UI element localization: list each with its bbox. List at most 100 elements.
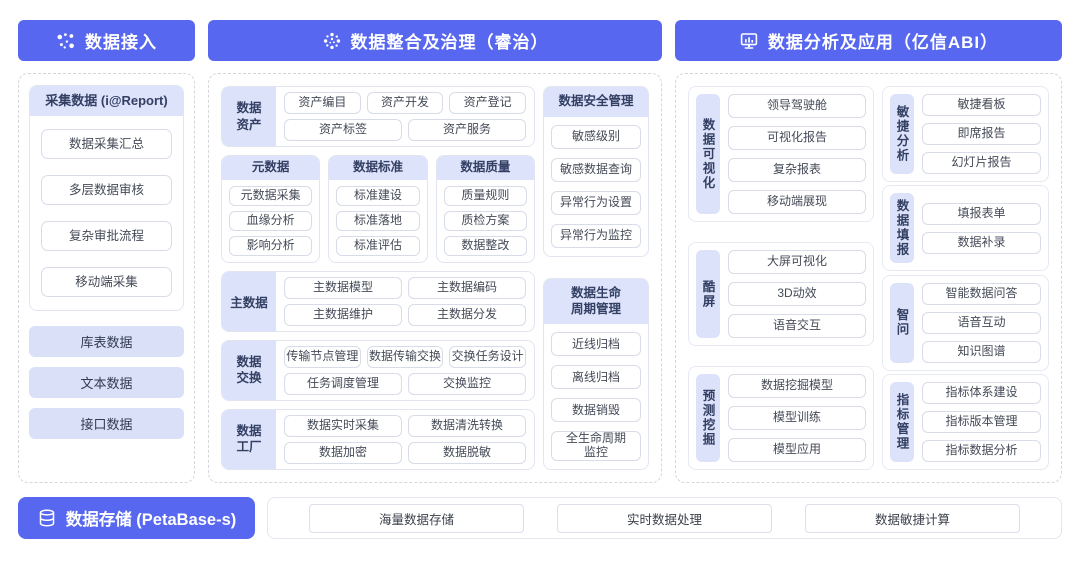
panel-data-governance: 数据资产 资产编目 资产开发 资产登记 资产标签 资产服务 元数据 元数据采集	[208, 73, 662, 483]
group-label-smart-ask: 智问	[890, 282, 914, 363]
analysis-column-1: 数据可视化 领导驾驶舱 可视化报告 复杂报表 移动端展现 酷屏 大屏可视化 3D…	[688, 86, 874, 470]
feature-button-agile-computing[interactable]: 数据敏捷计算	[805, 503, 1020, 533]
header-data-access-label: 数据接入	[85, 33, 157, 52]
feature-button-mobile-display[interactable]: 移动端展现	[728, 190, 866, 214]
feature-button-model-apply[interactable]: 模型应用	[728, 438, 866, 462]
feature-button-voice-interaction[interactable]: 语音交互	[728, 314, 866, 338]
feature-button-master-distribute[interactable]: 主数据分发	[408, 303, 526, 326]
scatter-dots-icon	[57, 32, 74, 49]
feature-button-lineage-analysis[interactable]: 血缘分析	[229, 210, 313, 231]
data-source-list: 库表数据 文本数据 接口数据	[29, 326, 184, 440]
feature-button-smart-qa[interactable]: 智能数据问答	[922, 282, 1041, 305]
feature-button-indicator-version[interactable]: 指标版本管理	[922, 410, 1041, 433]
feature-button-realtime-collect[interactable]: 数据实时采集	[284, 414, 402, 437]
source-button-db-table[interactable]: 库表数据	[29, 326, 184, 358]
feature-button-asset-service[interactable]: 资产服务	[408, 119, 526, 142]
feature-button-transfer-node-mgmt[interactable]: 传输节点管理	[284, 345, 361, 368]
monitor-chart-icon	[740, 32, 758, 49]
panel-data-access: 采集数据 (i@Report) 数据采集汇总 多层数据审核 复杂审批流程 移动端…	[18, 73, 195, 483]
feature-button-asset-register[interactable]: 资产登记	[449, 92, 527, 115]
feature-button-filling-form[interactable]: 填报表单	[922, 202, 1041, 225]
header-data-access[interactable]: 数据接入	[18, 20, 195, 61]
header-data-storage[interactable]: 数据存储 (PetaBase-s)	[18, 497, 255, 539]
feature-button-indicator-analysis[interactable]: 指标数据分析	[922, 439, 1041, 462]
feature-button-asset-develop[interactable]: 资产开发	[366, 92, 444, 115]
feature-button-asset-catalog[interactable]: 资产编目	[284, 92, 361, 115]
feature-button-sensitive-query[interactable]: 敏感数据查询	[551, 157, 641, 182]
feature-button-big-screen-visual[interactable]: 大屏可视化	[728, 250, 866, 274]
feature-button-master-coding[interactable]: 主数据编码	[408, 276, 526, 299]
main-content-row: 采集数据 (i@Report) 数据采集汇总 多层数据审核 复杂审批流程 移动端…	[18, 73, 1062, 483]
card-data-quality: 数据质量 质量规则 质检方案 数据整改	[435, 155, 535, 263]
feature-button-master-maintain[interactable]: 主数据维护	[284, 303, 402, 326]
feature-button-slide-report[interactable]: 幻灯片报告	[922, 152, 1041, 174]
group-label-data-visualization: 数据可视化	[696, 94, 720, 214]
collect-data-card-body: 数据采集汇总 多层数据审核 复杂审批流程 移动端采集	[30, 116, 183, 310]
header-data-governance[interactable]: 数据整合及治理（睿治）	[208, 20, 662, 61]
feature-button-master-model[interactable]: 主数据模型	[284, 276, 402, 299]
feature-button-impact-analysis[interactable]: 影响分析	[229, 235, 313, 256]
group-label-agile-analysis: 敏捷分析	[890, 94, 914, 174]
feature-button-data-collect-summary[interactable]: 数据采集汇总	[41, 129, 172, 160]
feature-button-quality-plan[interactable]: 质检方案	[443, 210, 527, 231]
feature-button-standard-build[interactable]: 标准建设	[336, 185, 420, 206]
collect-data-card: 采集数据 (i@Report) 数据采集汇总 多层数据审核 复杂审批流程 移动端…	[29, 85, 184, 312]
feature-button-quality-rules[interactable]: 质量规则	[443, 185, 527, 206]
feature-button-data-rectify[interactable]: 数据整改	[443, 235, 527, 256]
feature-button-realtime-processing[interactable]: 实时数据处理	[557, 503, 772, 533]
feature-button-mass-storage[interactable]: 海量数据存储	[309, 503, 524, 533]
feature-button-agile-dashboard[interactable]: 敏捷看板	[922, 94, 1041, 116]
feature-button-approval-flow[interactable]: 复杂审批流程	[41, 221, 172, 252]
feature-button-sensitive-level[interactable]: 敏感级别	[551, 124, 641, 149]
source-button-text[interactable]: 文本数据	[29, 367, 184, 399]
feature-button-3d-effect[interactable]: 3D动效	[728, 282, 866, 306]
feature-button-mining-model[interactable]: 数据挖掘模型	[728, 374, 866, 398]
feature-button-metadata-collect[interactable]: 元数据采集	[229, 185, 313, 206]
header-row: 数据接入 数据整合及治理（睿治）	[18, 20, 1062, 61]
card-data-security: 数据安全管理 敏感级别 敏感数据查询 异常行为设置 异常行为监控	[543, 86, 649, 257]
source-button-api[interactable]: 接口数据	[29, 408, 184, 440]
feature-button-lifecycle-monitor[interactable]: 全生命周期监控	[551, 431, 641, 461]
feature-button-data-mask[interactable]: 数据脱敏	[408, 441, 526, 464]
feature-button-nearline-archive[interactable]: 近线归档	[551, 332, 641, 357]
feature-button-mobile-collect[interactable]: 移动端采集	[41, 267, 172, 298]
feature-button-offline-archive[interactable]: 离线归档	[551, 365, 641, 390]
storage-row: 数据存储 (PetaBase-s) 海量数据存储 实时数据处理 数据敏捷计算	[18, 497, 1062, 539]
group-smart-ask: 智问 智能数据问答 语音互动 知识图谱	[882, 274, 1049, 371]
feature-button-data-supplement[interactable]: 数据补录	[922, 231, 1041, 254]
feature-button-standard-landing[interactable]: 标准落地	[336, 210, 420, 231]
feature-button-multilayer-audit[interactable]: 多层数据审核	[41, 175, 172, 206]
governance-side-column: 数据安全管理 敏感级别 敏感数据查询 异常行为设置 异常行为监控 数据生命周期管…	[543, 86, 649, 470]
group-items-data-factory: 数据实时采集 数据清洗转换 数据加密 数据脱敏	[276, 410, 534, 469]
feature-button-visual-report[interactable]: 可视化报告	[728, 126, 866, 150]
feature-button-complex-report[interactable]: 复杂报表	[728, 158, 866, 182]
group-label-indicator-mgmt: 指标管理	[890, 381, 914, 462]
feature-button-asset-tag[interactable]: 资产标签	[284, 119, 402, 142]
group-data-factory: 数据工厂 数据实时采集 数据清洗转换 数据加密 数据脱敏	[221, 408, 535, 470]
card-data-standard: 数据标准 标准建设 标准落地 标准评估	[328, 155, 428, 263]
feature-button-exchange-task-design[interactable]: 交换任务设计	[449, 345, 527, 368]
group-label-data-filling: 数据填报	[890, 193, 914, 264]
card-data-quality-title: 数据质量	[436, 156, 534, 180]
feature-button-abnormal-setting[interactable]: 异常行为设置	[551, 190, 641, 215]
feature-button-task-schedule-mgmt[interactable]: 任务调度管理	[284, 372, 402, 395]
feature-button-model-training[interactable]: 模型训练	[728, 406, 866, 430]
feature-button-exchange-monitor[interactable]: 交换监控	[408, 372, 526, 395]
feature-button-indicator-system[interactable]: 指标体系建设	[922, 381, 1041, 404]
feature-button-data-destroy[interactable]: 数据销毁	[551, 398, 641, 423]
feature-button-voice-interact[interactable]: 语音互动	[922, 311, 1041, 334]
feature-button-data-encrypt[interactable]: 数据加密	[284, 441, 402, 464]
card-metadata-title: 元数据	[222, 156, 320, 180]
group-cool-screen: 酷屏 大屏可视化 3D动效 语音交互	[688, 242, 874, 346]
feature-button-standard-evaluate[interactable]: 标准评估	[336, 235, 420, 256]
header-data-analysis[interactable]: 数据分析及应用（亿信ABI）	[675, 20, 1062, 61]
group-label-data-asset: 数据资产	[222, 87, 276, 147]
header-data-storage-label: 数据存储 (PetaBase-s)	[65, 511, 237, 529]
feature-button-abnormal-monitor[interactable]: 异常行为监控	[551, 223, 641, 248]
feature-button-data-transfer-exchange[interactable]: 数据传输交换	[366, 345, 444, 368]
feature-button-adhoc-report[interactable]: 即席报告	[922, 123, 1041, 145]
feature-button-clean-transform[interactable]: 数据清洗转换	[408, 414, 526, 437]
feature-button-leader-cockpit[interactable]: 领导驾驶舱	[728, 94, 866, 118]
feature-button-knowledge-graph[interactable]: 知识图谱	[922, 340, 1041, 363]
